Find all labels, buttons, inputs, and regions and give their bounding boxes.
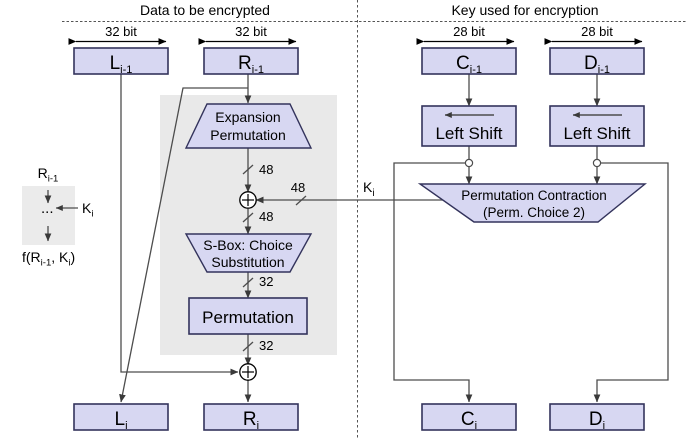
- box-D-prev[interactable]: Di-1: [549, 47, 645, 76]
- box-D-prev-sub: i-1: [598, 64, 610, 76]
- block-sbox-substitution[interactable]: S-Box: Choice Substitution: [184, 233, 313, 273]
- width-measure-L: 32 bit: [68, 24, 167, 45]
- svg-text:Li-1: Li-1: [110, 53, 133, 76]
- expansion-line2: Permutation: [210, 127, 285, 143]
- legend-bottom-label: f(Ri-1, Ki): [22, 249, 75, 269]
- svg-text:Di: Di: [589, 409, 605, 432]
- box-R-prev-sub: i-1: [252, 64, 264, 76]
- bits-after-permutation: 32: [259, 338, 273, 353]
- box-L-i[interactable]: Li: [73, 403, 169, 432]
- legend-f-function: Ri-1 ... Ki f(Ri-1, Ki): [22, 165, 93, 269]
- box-L-prev-sub: i-1: [120, 64, 132, 76]
- bits-subkey: 48: [291, 180, 305, 195]
- left-shift-2-label: Left Shift: [563, 124, 630, 143]
- box-R-prev-label: R: [238, 53, 252, 74]
- wire-junction1-to-Ci: [393, 162, 473, 403]
- tick-48-subkey: [295, 195, 307, 206]
- box-L-i-label: L: [114, 409, 125, 430]
- permutation-label: Permutation: [202, 308, 294, 327]
- legend-top-label: Ri-1: [38, 165, 59, 185]
- subkey-label-main: K: [363, 179, 373, 195]
- wire-Lprev-to-xor2: [120, 74, 239, 376]
- box-D-i-label: D: [589, 409, 603, 430]
- sbox-line2: Substitution: [211, 254, 284, 270]
- wire-junction2-to-Di: [593, 162, 669, 403]
- box-C-i-label: C: [461, 409, 475, 430]
- subkey-label: Ki: [363, 179, 375, 199]
- wire-Rprev-branch-to-Li: [119, 87, 248, 403]
- box-D-i[interactable]: Di: [549, 403, 645, 432]
- box-C-prev[interactable]: Ci-1: [421, 47, 517, 76]
- legend-key-label: Ki: [82, 200, 93, 220]
- svg-text:Li: Li: [114, 409, 127, 432]
- left-shift-1-label: Left Shift: [435, 124, 502, 143]
- tick-32-b: [242, 341, 254, 352]
- box-R-i-label: R: [243, 409, 257, 430]
- svg-text:Ri: Ri: [243, 409, 259, 432]
- box-C-prev-label: C: [456, 53, 470, 74]
- tick-48-b: [242, 212, 254, 223]
- tick-48-a: [242, 164, 254, 175]
- bits-after-xor: 48: [259, 209, 273, 224]
- box-D-prev-label: D: [584, 53, 598, 74]
- block-permutation-contraction[interactable]: Permutation Contraction (Perm. Choice 2): [417, 183, 647, 223]
- bits-after-expansion: 48: [259, 162, 273, 177]
- svg-text:Ci-1: Ci-1: [456, 53, 482, 76]
- bits-after-sbox: 32: [259, 274, 273, 289]
- width-label-D: 28 bit: [581, 24, 613, 39]
- width-measure-C: 28 bit: [416, 24, 515, 45]
- width-measure-R: 32 bit: [198, 24, 297, 45]
- expansion-line1: Expansion: [215, 109, 280, 125]
- block-expansion-permutation[interactable]: Expansion Permutation: [184, 103, 313, 149]
- box-L-i-sub: i: [125, 420, 127, 432]
- width-measure-D: 28 bit: [544, 24, 643, 45]
- box-L-prev-label: L: [110, 53, 121, 74]
- junction-node-C: [464, 158, 474, 168]
- contraction-line2: (Perm. Choice 2): [483, 205, 585, 220]
- right-section-header: Key used for encryption: [451, 2, 598, 18]
- sbox-line1: S-Box: Choice: [203, 237, 293, 253]
- box-C-i[interactable]: Ci: [421, 403, 517, 432]
- left-section-header: Data to be encrypted: [140, 2, 270, 18]
- subkey-label-sub: i: [372, 188, 374, 199]
- contraction-line1: Permutation Contraction: [461, 188, 607, 203]
- xor-gate-2: [239, 363, 257, 381]
- width-label-C: 28 bit: [453, 24, 485, 39]
- box-R-i[interactable]: Ri: [203, 403, 299, 432]
- block-left-shift-1[interactable]: Left Shift: [421, 105, 517, 147]
- xor-gate-1: [239, 191, 257, 209]
- junction-node-D: [592, 158, 602, 168]
- width-label-R: 32 bit: [235, 24, 267, 39]
- block-left-shift-2[interactable]: Left Shift: [549, 105, 645, 147]
- width-label-L: 32 bit: [105, 24, 137, 39]
- box-L-prev[interactable]: Li-1: [73, 47, 169, 76]
- svg-text:Ci: Ci: [461, 409, 477, 432]
- box-C-prev-sub: i-1: [470, 64, 482, 76]
- box-D-i-sub: i: [603, 420, 605, 432]
- tick-32-a: [242, 277, 254, 288]
- svg-text:Ri-1: Ri-1: [238, 53, 264, 76]
- block-permutation[interactable]: Permutation: [188, 297, 308, 335]
- box-R-prev[interactable]: Ri-1: [203, 47, 299, 76]
- box-R-i-sub: i: [257, 420, 259, 432]
- box-C-i-sub: i: [475, 420, 477, 432]
- legend-dots: ...: [41, 200, 54, 217]
- svg-text:Di-1: Di-1: [584, 53, 610, 76]
